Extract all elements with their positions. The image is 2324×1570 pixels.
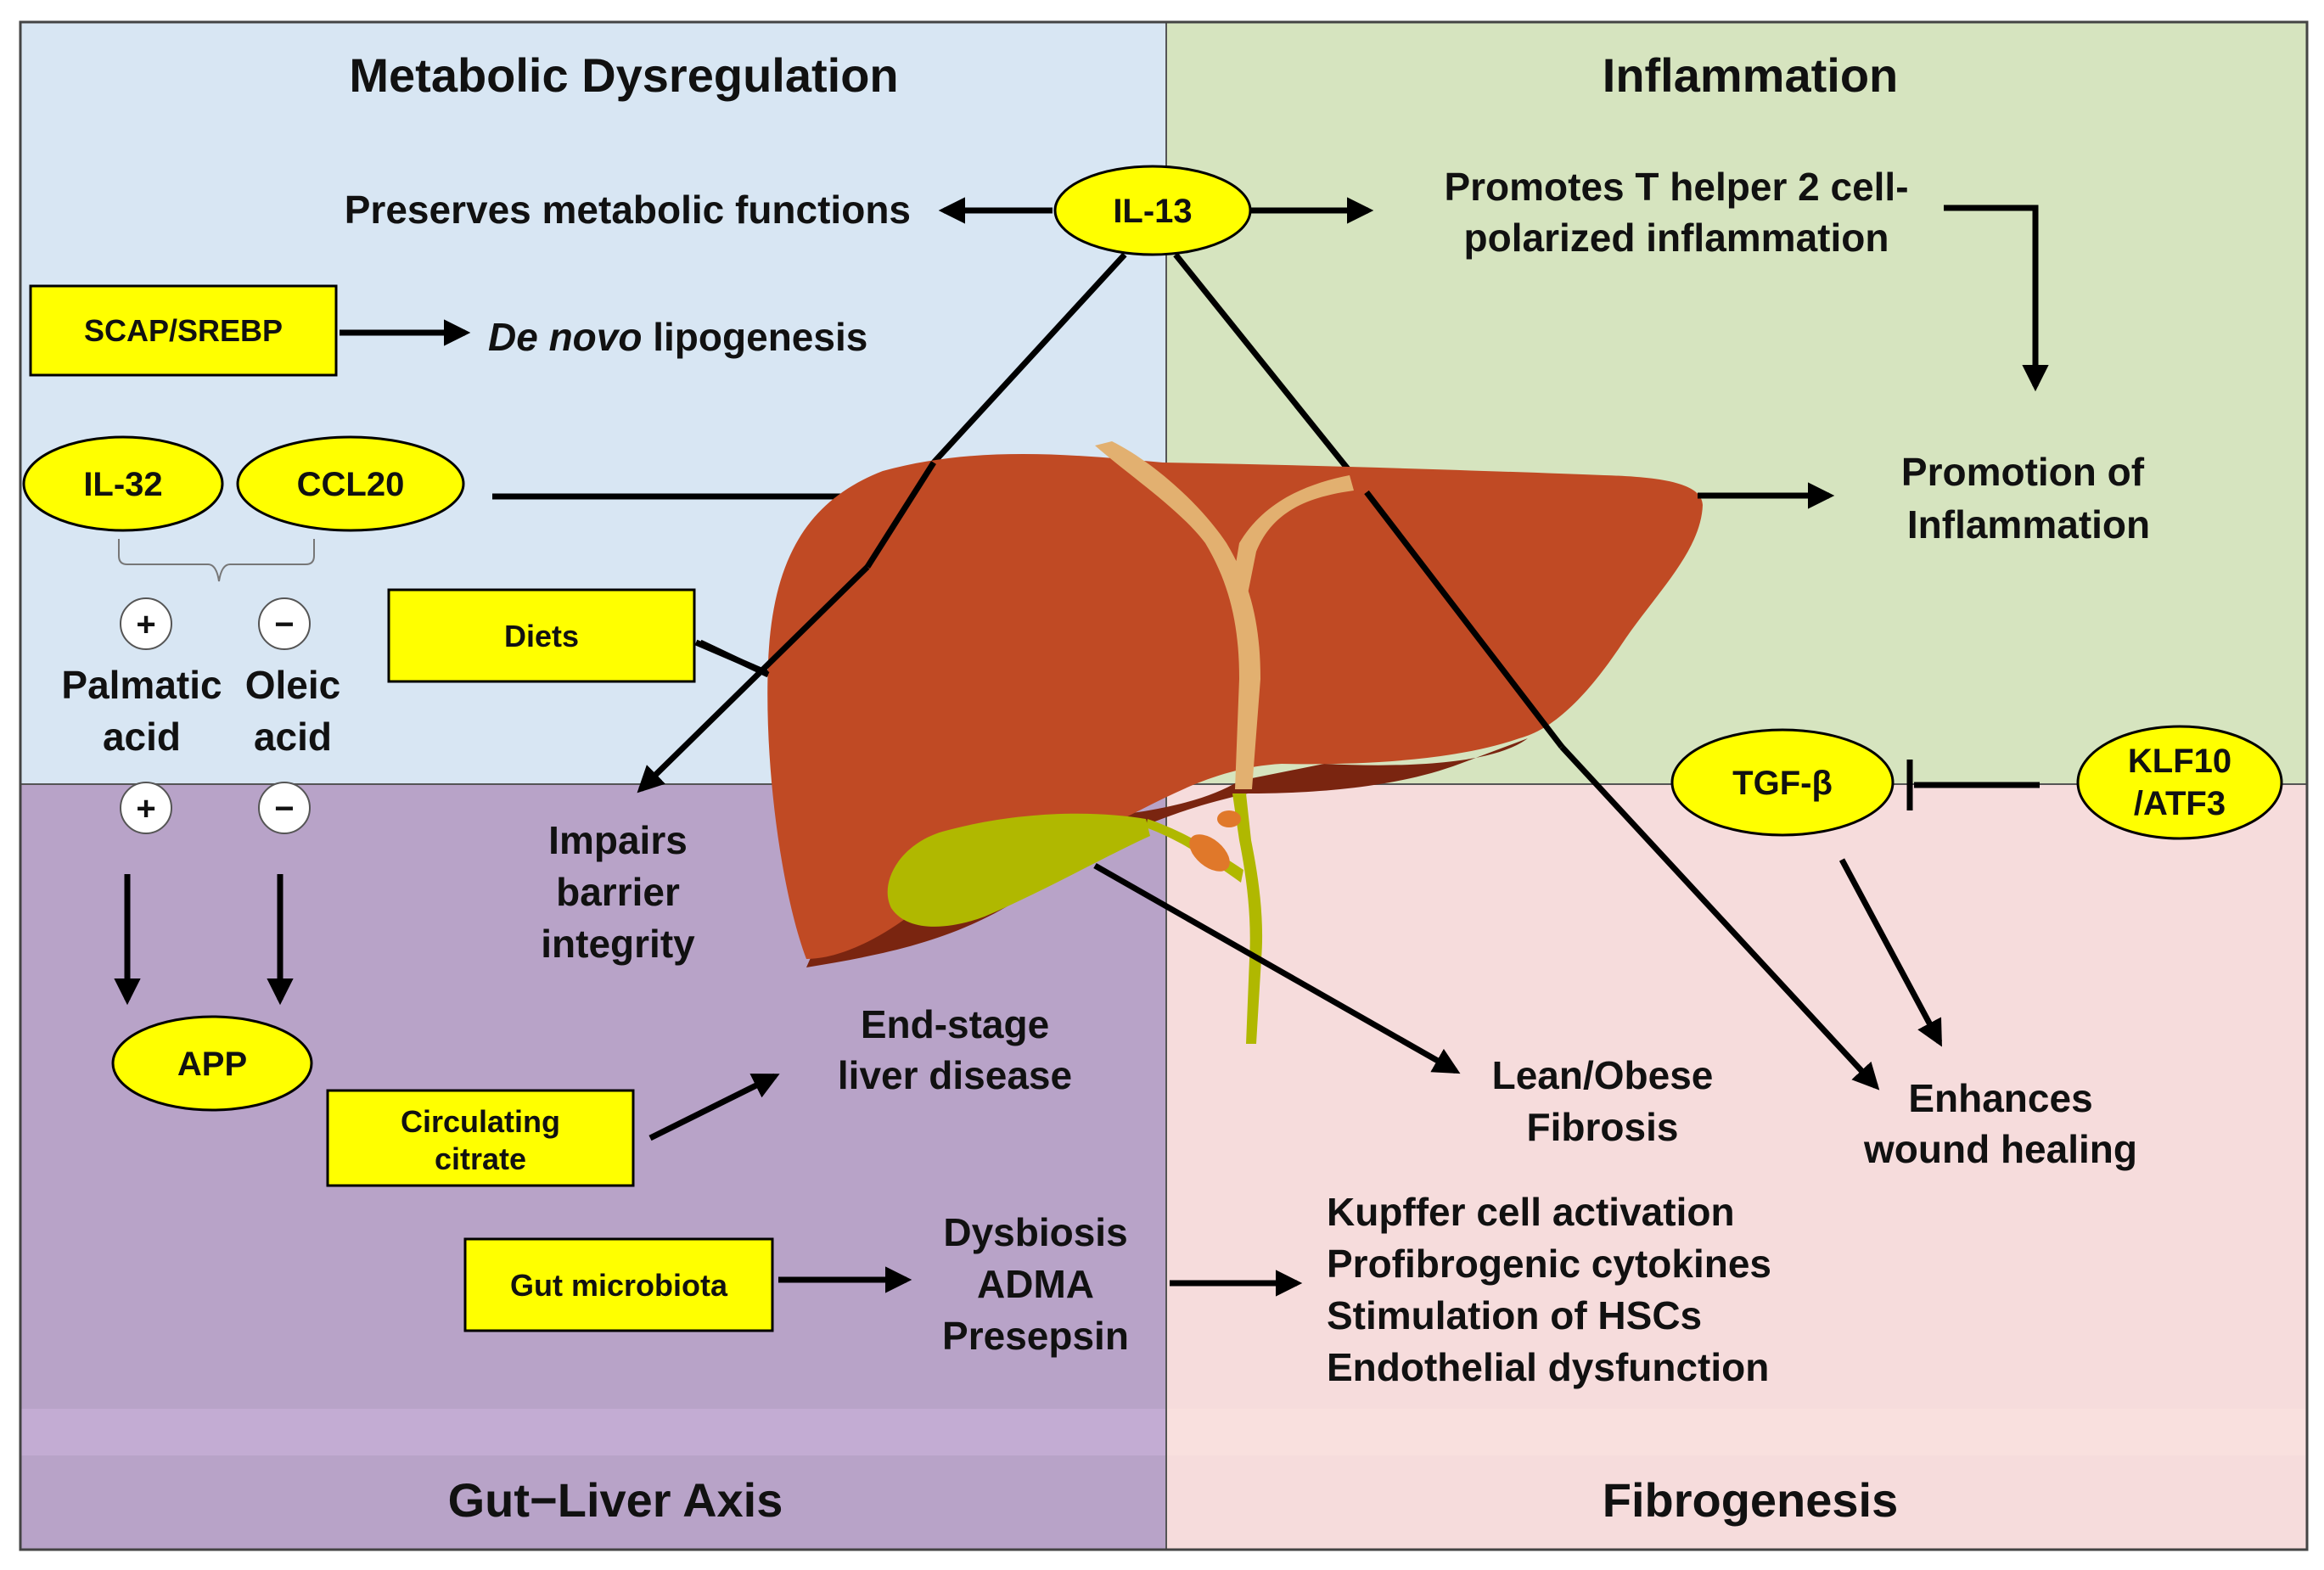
end-stage-line2: liver disease [838,1053,1072,1097]
circulating-citrate-box: Circulating citrate [326,1089,635,1187]
app-node: APP [111,1015,313,1112]
svg-text:TGF-β: TGF-β [1732,765,1833,802]
plus-sign-palmatic-lower: + [120,782,172,834]
svg-text:APP: APP [177,1046,247,1083]
gut-liver-title: Gut−Liver Axis [448,1473,783,1527]
dysbiosis-label: Dysbiosis [943,1210,1127,1254]
foreground-connectors [114,197,2049,1297]
hepatic-vessel-left [1095,441,1260,789]
svg-text:Circulating: Circulating [401,1104,560,1139]
svg-text:Gut microbiota: Gut microbiota [510,1268,728,1303]
palmatic-acid-line1: Palmatic [61,663,222,707]
th2-inflammation-label-line2: polarized inflammation [1464,216,1889,260]
svg-text:CCL20: CCL20 [297,466,405,503]
kupffer-activation-label: Kupffer cell activation [1327,1190,1735,1234]
lean-obese-fibrosis-line2: Fibrosis [1527,1105,1679,1149]
gut-footer-band [20,1409,1166,1455]
promotion-inflammation-line2: Inflammation [1907,502,2150,547]
profibrogenic-cytokines-label: Profibrogenic cytokines [1327,1242,1771,1286]
impairs-barrier-line1: Impairs [548,818,688,862]
scap-srebp-box: SCAP/SREBP [29,284,338,377]
gut-microbiota-box: Gut microbiota [463,1237,774,1332]
bile-duct [1232,793,1263,1044]
end-stage-line1: End-stage [861,1002,1049,1046]
promotion-inflammation-line1: Promotion of [1901,450,2145,494]
impairs-barrier-line3: integrity [541,922,695,966]
fibro-footer-band [1166,1409,2307,1455]
lean-obese-fibrosis-line1: Lean/Obese [1492,1053,1714,1097]
de-novo-lipogenesis-label: De novo lipogenesis [488,315,867,359]
hepatic-artery [1189,834,1230,872]
hepatic-vessel-right [1231,475,1354,594]
svg-text:+: + [136,790,155,827]
minus-sign-oleic-lower: − [258,782,311,834]
gallbladder [887,813,1150,927]
inflammation-title: Inflammation [1603,48,1898,102]
tgfb-node: TGF-β [1670,728,1895,837]
il32-node: IL-32 [22,435,224,532]
svg-text:citrate: citrate [435,1141,526,1176]
klf10-atf3-node: KLF10 /ATF3 [2076,725,2283,840]
minus-sign-oleic-upper: − [258,597,311,650]
endothelial-dysfunction-label: Endothelial dysfunction [1327,1345,1769,1389]
svg-text:IL-32: IL-32 [83,466,162,503]
svg-text:+: + [136,606,155,643]
metabolic-title: Metabolic Dysregulation [349,48,898,102]
portal-vein-node [1217,810,1241,827]
wound-healing-line1: Enhances [1908,1076,2092,1120]
palmatic-acid-line2: acid [103,715,181,759]
il13-node: IL-13 [1053,165,1252,256]
plus-sign-palmatic-upper: + [120,597,172,650]
svg-text:IL-13: IL-13 [1113,193,1192,230]
fibrogenesis-title: Fibrogenesis [1603,1473,1899,1527]
liver-illustration [767,441,1703,1044]
th2-inflammation-label-line1: Promotes T helper 2 cell- [1444,165,1908,209]
svg-text:−: − [274,606,294,643]
svg-text:SCAP/SREBP: SCAP/SREBP [84,313,283,348]
impairs-barrier-line2: barrier [556,870,680,914]
svg-text:KLF10: KLF10 [2128,743,2231,780]
svg-text:−: − [274,790,294,827]
svg-text:/ATF3: /ATF3 [2134,785,2226,822]
diets-box: Diets [387,588,696,683]
hsc-stimulation-label: Stimulation of HSCs [1327,1293,1702,1337]
ccl20-node: CCL20 [236,435,465,532]
presepsin-label: Presepsin [942,1314,1129,1358]
svg-text:Diets: Diets [504,619,579,653]
preserves-metabolic-label: Preserves metabolic functions [345,188,911,232]
quadrant-backgrounds [19,20,2309,1551]
wound-healing-line2: wound healing [1863,1127,2137,1171]
adma-label: ADMA [977,1262,1094,1306]
oleic-acid-line2: acid [254,715,332,759]
oleic-acid-line1: Oleic [245,663,341,707]
